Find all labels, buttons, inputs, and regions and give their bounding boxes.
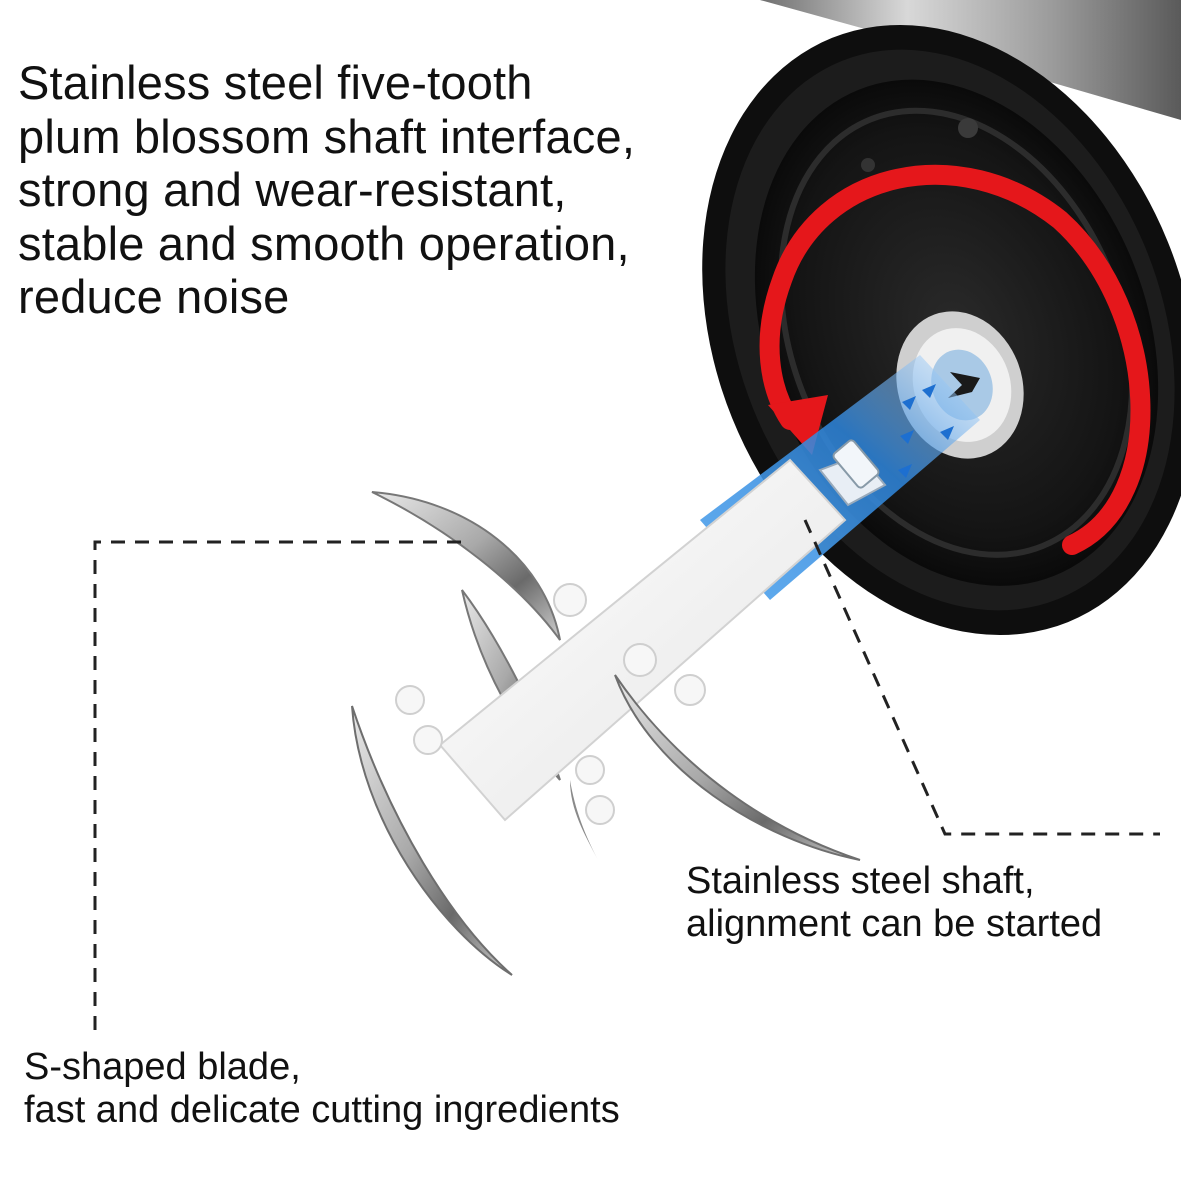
interface-caption: Stainless steel five-tooth plum blossom … xyxy=(18,56,635,324)
caption-line: reduce noise xyxy=(18,270,290,323)
caption-line: plum blossom shaft interface, xyxy=(18,109,636,163)
s-blade-lower xyxy=(351,705,513,976)
caption-line: Stainless steel five-tooth xyxy=(18,56,533,109)
stainless-steel-shaft xyxy=(438,458,847,822)
shaft-caption: Stainless steel shaft, alignment can be … xyxy=(686,860,1102,946)
screw-icon xyxy=(958,118,978,138)
caption-line: stable and smooth operation, xyxy=(18,216,630,270)
blade-assembly xyxy=(351,439,887,976)
caption-line: S-shaped blade, xyxy=(24,1046,301,1088)
caption-line: alignment can be started xyxy=(686,903,1103,945)
leader-line-blade xyxy=(93,540,468,1030)
alignment-chevrons-icon xyxy=(898,384,954,478)
caption-line: Stainless steel shaft, xyxy=(686,860,1035,902)
leader-line-shaft xyxy=(803,519,1160,836)
caption-line: strong and wear-resistant, xyxy=(18,163,567,216)
s-blade-right xyxy=(614,674,861,861)
s-blade-upper xyxy=(371,491,561,641)
blade-caption: S-shaped blade, fast and delicate cuttin… xyxy=(24,1046,620,1132)
caption-line: fast and delicate cutting ingredients xyxy=(24,1089,620,1131)
